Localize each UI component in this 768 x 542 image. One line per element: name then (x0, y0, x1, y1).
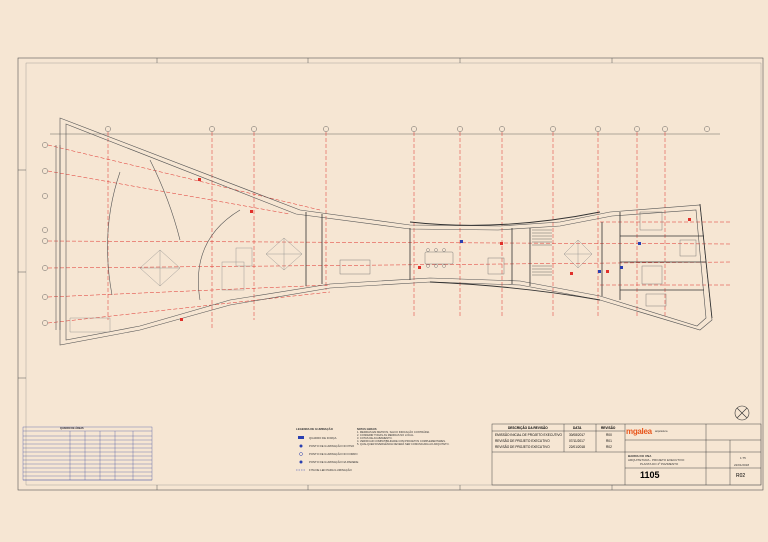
legend-item: PONTO DE ILUMINAÇÃO NO FORRO (309, 452, 358, 456)
notes-title: NOTAS GERAIS (357, 428, 377, 431)
areas-table (22, 426, 153, 481)
rev-row-desc: REVISÃO DE PROJETO EXECUTIVO (495, 445, 550, 449)
legend-title: LEGENDA DE ILUMINAÇÃO (296, 427, 333, 431)
drawing-date: 22/01/2018 (734, 463, 750, 467)
sheet-border (17, 57, 764, 491)
note-line: 1. MEDIDAS EM METROS, SALVO INDICAÇÃO CO… (357, 431, 430, 435)
drawing-scale: 1:75 (740, 456, 746, 460)
note-line: 3. COTAS DE ACABAMENTO. (357, 437, 393, 441)
note-line: 2. CONFERIR TODAS AS MEDIDAS NO LOCAL. (357, 434, 415, 438)
company-logo: mgalea (626, 427, 652, 436)
rev-row-rev: R01 (606, 439, 612, 443)
rev-header-rev: REVISÃO (601, 426, 616, 430)
rev-row-date: 07/11/2017 (569, 439, 585, 443)
axis-bubbles-top (105, 126, 710, 132)
revision-code: R02 (736, 473, 746, 479)
note-line: 5. QUALQUER DIVERGÊNCIA DEVERÁ SER COMUN… (357, 443, 450, 447)
company-tagline: arquitetura (655, 430, 668, 433)
north-arrow-icon (734, 405, 750, 421)
legend-item: PONTO DE ILUMINAÇÃO NA PAREDE (309, 460, 359, 464)
structural-axes (47, 132, 731, 330)
rev-row-rev: R00 (606, 433, 612, 437)
areas-table-title: QUADRO DE ÁREAS (60, 427, 84, 430)
sheet-number: 1105 (640, 470, 660, 480)
rev-row-date: 22/01/2018 (569, 445, 585, 449)
general-notes: NOTAS GERAIS 1. MEDIDAS EM METROS, SALVO… (357, 428, 487, 447)
legend-item: PONTO DE ILUMINAÇÃO NO PISO (309, 444, 355, 448)
legend-symbols (296, 436, 306, 471)
title-block (491, 423, 762, 486)
rev-row-date: 30/08/2017 (569, 433, 585, 437)
rev-row-desc: EMISSÃO INICIAL DE PROJETO EXECUTIVO (495, 433, 562, 437)
interior-walls (305, 203, 713, 319)
stairs (532, 229, 552, 276)
rev-header-desc: DESCRIÇÃO DA REVISÃO (508, 426, 548, 430)
project-title: BARRA DO UNA (628, 454, 652, 458)
axis-bubbles-left (42, 142, 48, 326)
rev-row-desc: REVISÃO DE PROJETO EXECUTIVO (495, 439, 550, 443)
legend-item: QUADRO DE FORÇA (309, 436, 337, 440)
drawing-phase: ARQUITETURA - PROJETO EXECUTIVO (628, 458, 685, 462)
rev-header-date: DATA (573, 426, 582, 430)
rev-row-rev: R02 (606, 445, 612, 449)
drawing-title: PLANTA DO 2º PAVIMENTO (640, 462, 679, 466)
legend-item: FITA DE LED PARA ILUMINAÇÃO (309, 468, 352, 472)
building-outline (55, 117, 713, 346)
note-line: 4. VERIFICAR COMPATIBILIDADE COM PROJETO… (357, 440, 446, 444)
